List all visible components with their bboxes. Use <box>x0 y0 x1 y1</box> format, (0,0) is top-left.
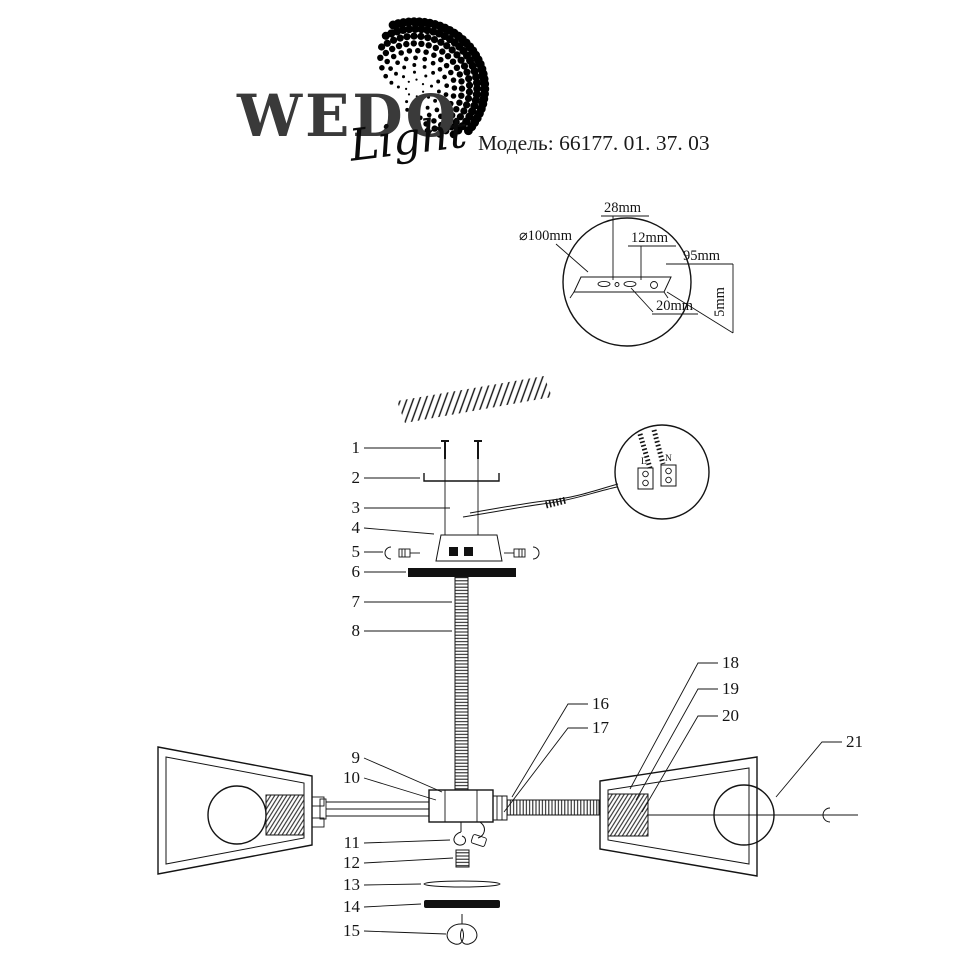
part-label-16: 16 <box>592 694 609 713</box>
fixture-assembly <box>157 440 858 945</box>
part-label-21: 21 <box>846 732 863 751</box>
terminal-block-l <box>637 467 654 490</box>
dim-5: 5mm <box>712 286 728 317</box>
left-bulb <box>207 785 267 845</box>
part-label-2: 2 <box>352 468 361 487</box>
finial <box>446 914 478 945</box>
ceiling-plate <box>408 568 516 577</box>
part-label-1: 1 <box>352 438 361 457</box>
logo-swirl-icon <box>377 17 490 139</box>
detail-circle <box>562 217 692 347</box>
part-label-19: 19 <box>722 679 739 698</box>
bracket-bar <box>573 276 672 293</box>
mounting-bracket-detail: ⌀100mm 28mm 12mm 95mm 20mm 5mm <box>519 200 734 347</box>
clip-icon <box>384 546 392 560</box>
bracket-slot <box>623 280 637 288</box>
right-bulb <box>713 784 775 846</box>
part-label-9: 9 <box>352 748 361 767</box>
terminal-detail: L N <box>614 424 710 520</box>
part-label-14: 14 <box>343 897 361 916</box>
part-label-6: 6 <box>352 562 361 581</box>
dim-95: 95mm <box>683 248 721 264</box>
terminal-label-n: N <box>665 454 672 464</box>
stem-rod <box>454 576 469 791</box>
model-label: Модель: 66177. 01. 37. 03 <box>478 131 710 155</box>
hanger-screws <box>441 440 482 535</box>
supply-wires <box>462 483 619 518</box>
part-label-17: 17 <box>592 718 610 737</box>
right-arm <box>492 795 600 821</box>
wire-striped <box>651 429 666 465</box>
bottom-hook-wire <box>453 821 487 847</box>
detail-circle <box>614 424 710 520</box>
dim-20: 20mm <box>656 298 694 314</box>
left-socket <box>265 794 305 836</box>
right-socket <box>607 793 649 837</box>
dim-12: 12mm <box>631 230 669 246</box>
part-label-7: 7 <box>352 592 361 611</box>
ceiling-hatch <box>397 376 552 423</box>
part-label-4: 4 <box>352 518 361 537</box>
part-label-12: 12 <box>343 853 360 872</box>
part-label-20: 20 <box>722 706 739 725</box>
dim-28: 28mm <box>604 200 642 216</box>
brand-name: WEDO <box>236 82 459 150</box>
terminal-block-n <box>660 464 677 487</box>
part-label-5: 5 <box>352 542 361 561</box>
part-label-11: 11 <box>344 833 360 852</box>
canopy <box>435 534 503 562</box>
brand-logo: WEDO Light <box>236 17 490 172</box>
arm-connector <box>492 795 508 821</box>
left-arm <box>319 798 429 820</box>
clip-icon <box>822 807 831 823</box>
dim-diameter: ⌀100mm <box>519 228 573 244</box>
threaded-nipple <box>455 849 470 868</box>
part-label-8: 8 <box>352 621 361 640</box>
terminal-label-l: L <box>641 457 647 467</box>
mounting-bar <box>423 473 500 482</box>
part-label-3: 3 <box>352 498 361 517</box>
part-label-15: 15 <box>343 921 360 940</box>
glass-disc <box>423 880 501 888</box>
left-shade <box>157 746 325 875</box>
center-hub <box>428 789 494 823</box>
part-labels: 1 2 3 4 5 6 7 8 9 10 11 12 13 14 15 16 1… <box>343 438 863 940</box>
canopy-side-screws <box>384 546 540 560</box>
part-label-13: 13 <box>343 875 360 894</box>
part-label-10: 10 <box>343 768 360 787</box>
leader-lines <box>363 447 842 935</box>
bracket-screw <box>650 281 658 289</box>
bottom-disc <box>424 900 500 908</box>
dimension-lines <box>555 215 734 334</box>
part-label-18: 18 <box>722 653 739 672</box>
clip-icon <box>532 546 540 560</box>
bracket-slot <box>597 280 611 288</box>
bracket-hole <box>614 282 620 287</box>
